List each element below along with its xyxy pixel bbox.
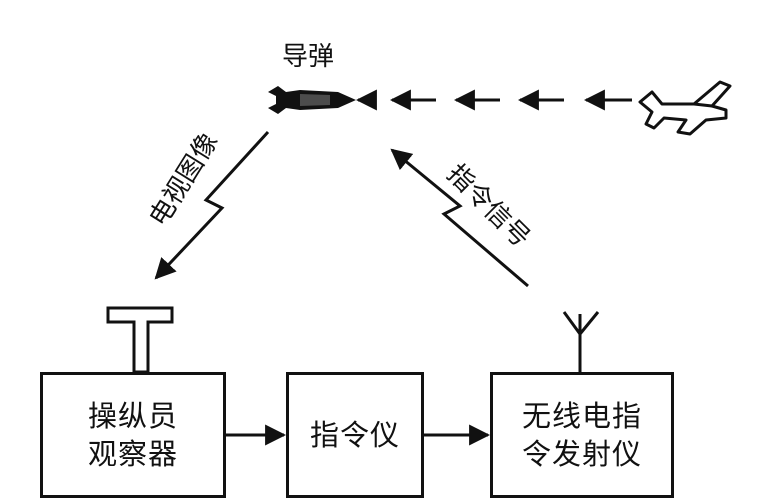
observer-box-line1: 操纵员 [87, 399, 178, 433]
observer-box: 操纵员 观察器 [40, 372, 226, 498]
observer-antenna-icon [106, 306, 174, 374]
command-unit-box-line1: 指令仪 [309, 418, 400, 452]
command-signal-arrow [390, 148, 529, 288]
tv-signal-arrow [154, 130, 270, 280]
transmitter-box: 无线电指 令发射仪 [490, 372, 674, 498]
airplane-icon [638, 80, 732, 136]
missile-label: 导弹 [282, 42, 335, 72]
command-unit-box: 指令仪 [286, 372, 424, 498]
transmitter-box-line2: 令发射仪 [521, 437, 642, 471]
missile-icon [268, 86, 356, 114]
observer-box-line2: 观察器 [87, 437, 178, 471]
transmitter-box-line1: 无线电指 [521, 399, 642, 433]
transmitter-antenna-icon [562, 311, 600, 372]
